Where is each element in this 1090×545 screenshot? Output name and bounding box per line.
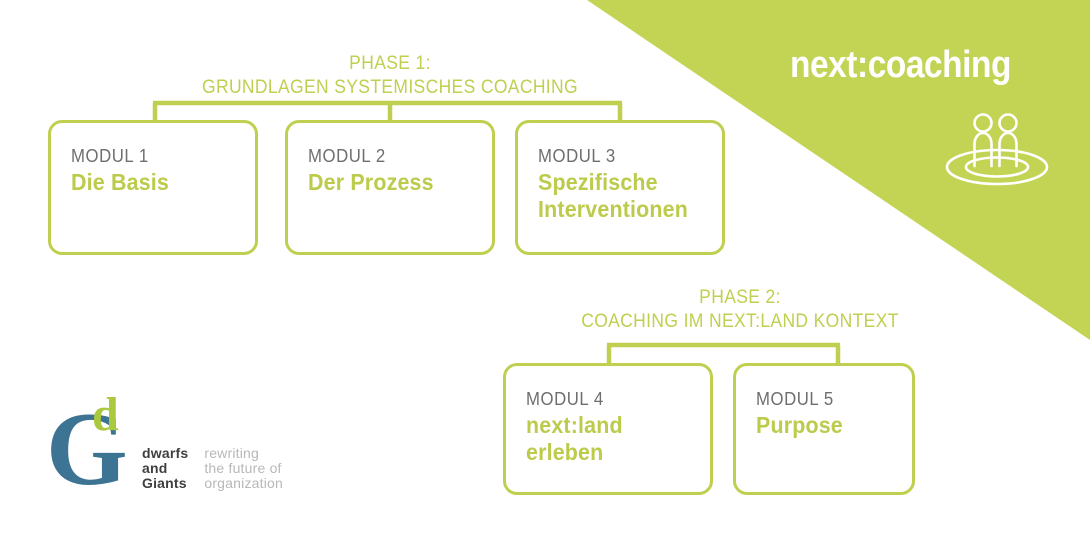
module-2-title: Der Prozess (308, 169, 479, 196)
module-4-title-line1: next:land (526, 412, 623, 438)
dg-name-line1: dwarfs (142, 445, 189, 461)
module-1-title: Die Basis (71, 169, 242, 196)
phase-2-bracket (606, 342, 841, 365)
phase-1-heading: PHASE 1: GRUNDLAGEN SYSTEMISCHES COACHIN… (151, 52, 629, 100)
module-card-4[interactable]: MODUL 4 next:land erleben (503, 363, 713, 495)
module-3-label: MODUL 3 (538, 146, 616, 166)
module-2-label: MODUL 2 (308, 146, 386, 166)
phase-2-heading-line2: COACHING IM NEXT:LAND KONTEXT (581, 311, 899, 332)
module-4-label: MODUL 4 (526, 389, 604, 409)
phase-1-heading-line2: GRUNDLAGEN SYSTEMISCHES COACHING (201, 77, 578, 98)
phase-1-bracket (152, 100, 623, 123)
dg-monogram-icon: G d (48, 392, 128, 492)
module-4-title: next:land erleben (526, 412, 697, 466)
module-5-title: Purpose (756, 412, 901, 439)
module-1-label: MODUL 1 (71, 146, 149, 166)
dg-name-line2: and (142, 460, 168, 476)
module-card-3[interactable]: MODUL 3 Spezifische Interventionen (515, 120, 725, 255)
phase-2-heading-line1: PHASE 2: (699, 287, 781, 308)
module-4-title-line2: erleben (526, 439, 604, 465)
svg-text:G: G (48, 392, 128, 492)
dg-tagline-line3: organization (204, 475, 284, 491)
phase-1-heading-line1: PHASE 1: (349, 53, 431, 74)
module-1-title-line1: Die Basis (71, 169, 169, 195)
module-3-title-line1: Spezifische (538, 169, 658, 195)
dg-tagline: rewriting the future of organization (204, 446, 283, 491)
dg-tagline-line2: the future of (204, 460, 282, 476)
dg-company-name: dwarfs and Giants (142, 446, 188, 491)
module-2-title-line1: Der Prozess (308, 169, 434, 195)
module-3-title: Spezifische Interventionen (538, 169, 709, 223)
module-3-title-line2: Interventionen (538, 196, 688, 222)
module-5-label: MODUL 5 (756, 389, 834, 409)
phase-2-heading: PHASE 2: COACHING IM NEXT:LAND KONTEXT (574, 286, 905, 334)
module-card-5[interactable]: MODUL 5 Purpose (733, 363, 915, 495)
dg-logo-text: dwarfs and Giants rewriting the future o… (142, 446, 283, 491)
dg-name-line3: Giants (142, 475, 187, 491)
module-5-title-line1: Purpose (756, 412, 843, 438)
two-people-in-circle-icon (945, 113, 1049, 186)
module-card-1[interactable]: MODUL 1 Die Basis (48, 120, 258, 255)
module-card-2[interactable]: MODUL 2 Der Prozess (285, 120, 495, 255)
svg-text:d: d (92, 392, 119, 441)
brand-wordmark: next:coaching (790, 44, 1011, 86)
dg-tagline-line1: rewriting (204, 445, 260, 461)
